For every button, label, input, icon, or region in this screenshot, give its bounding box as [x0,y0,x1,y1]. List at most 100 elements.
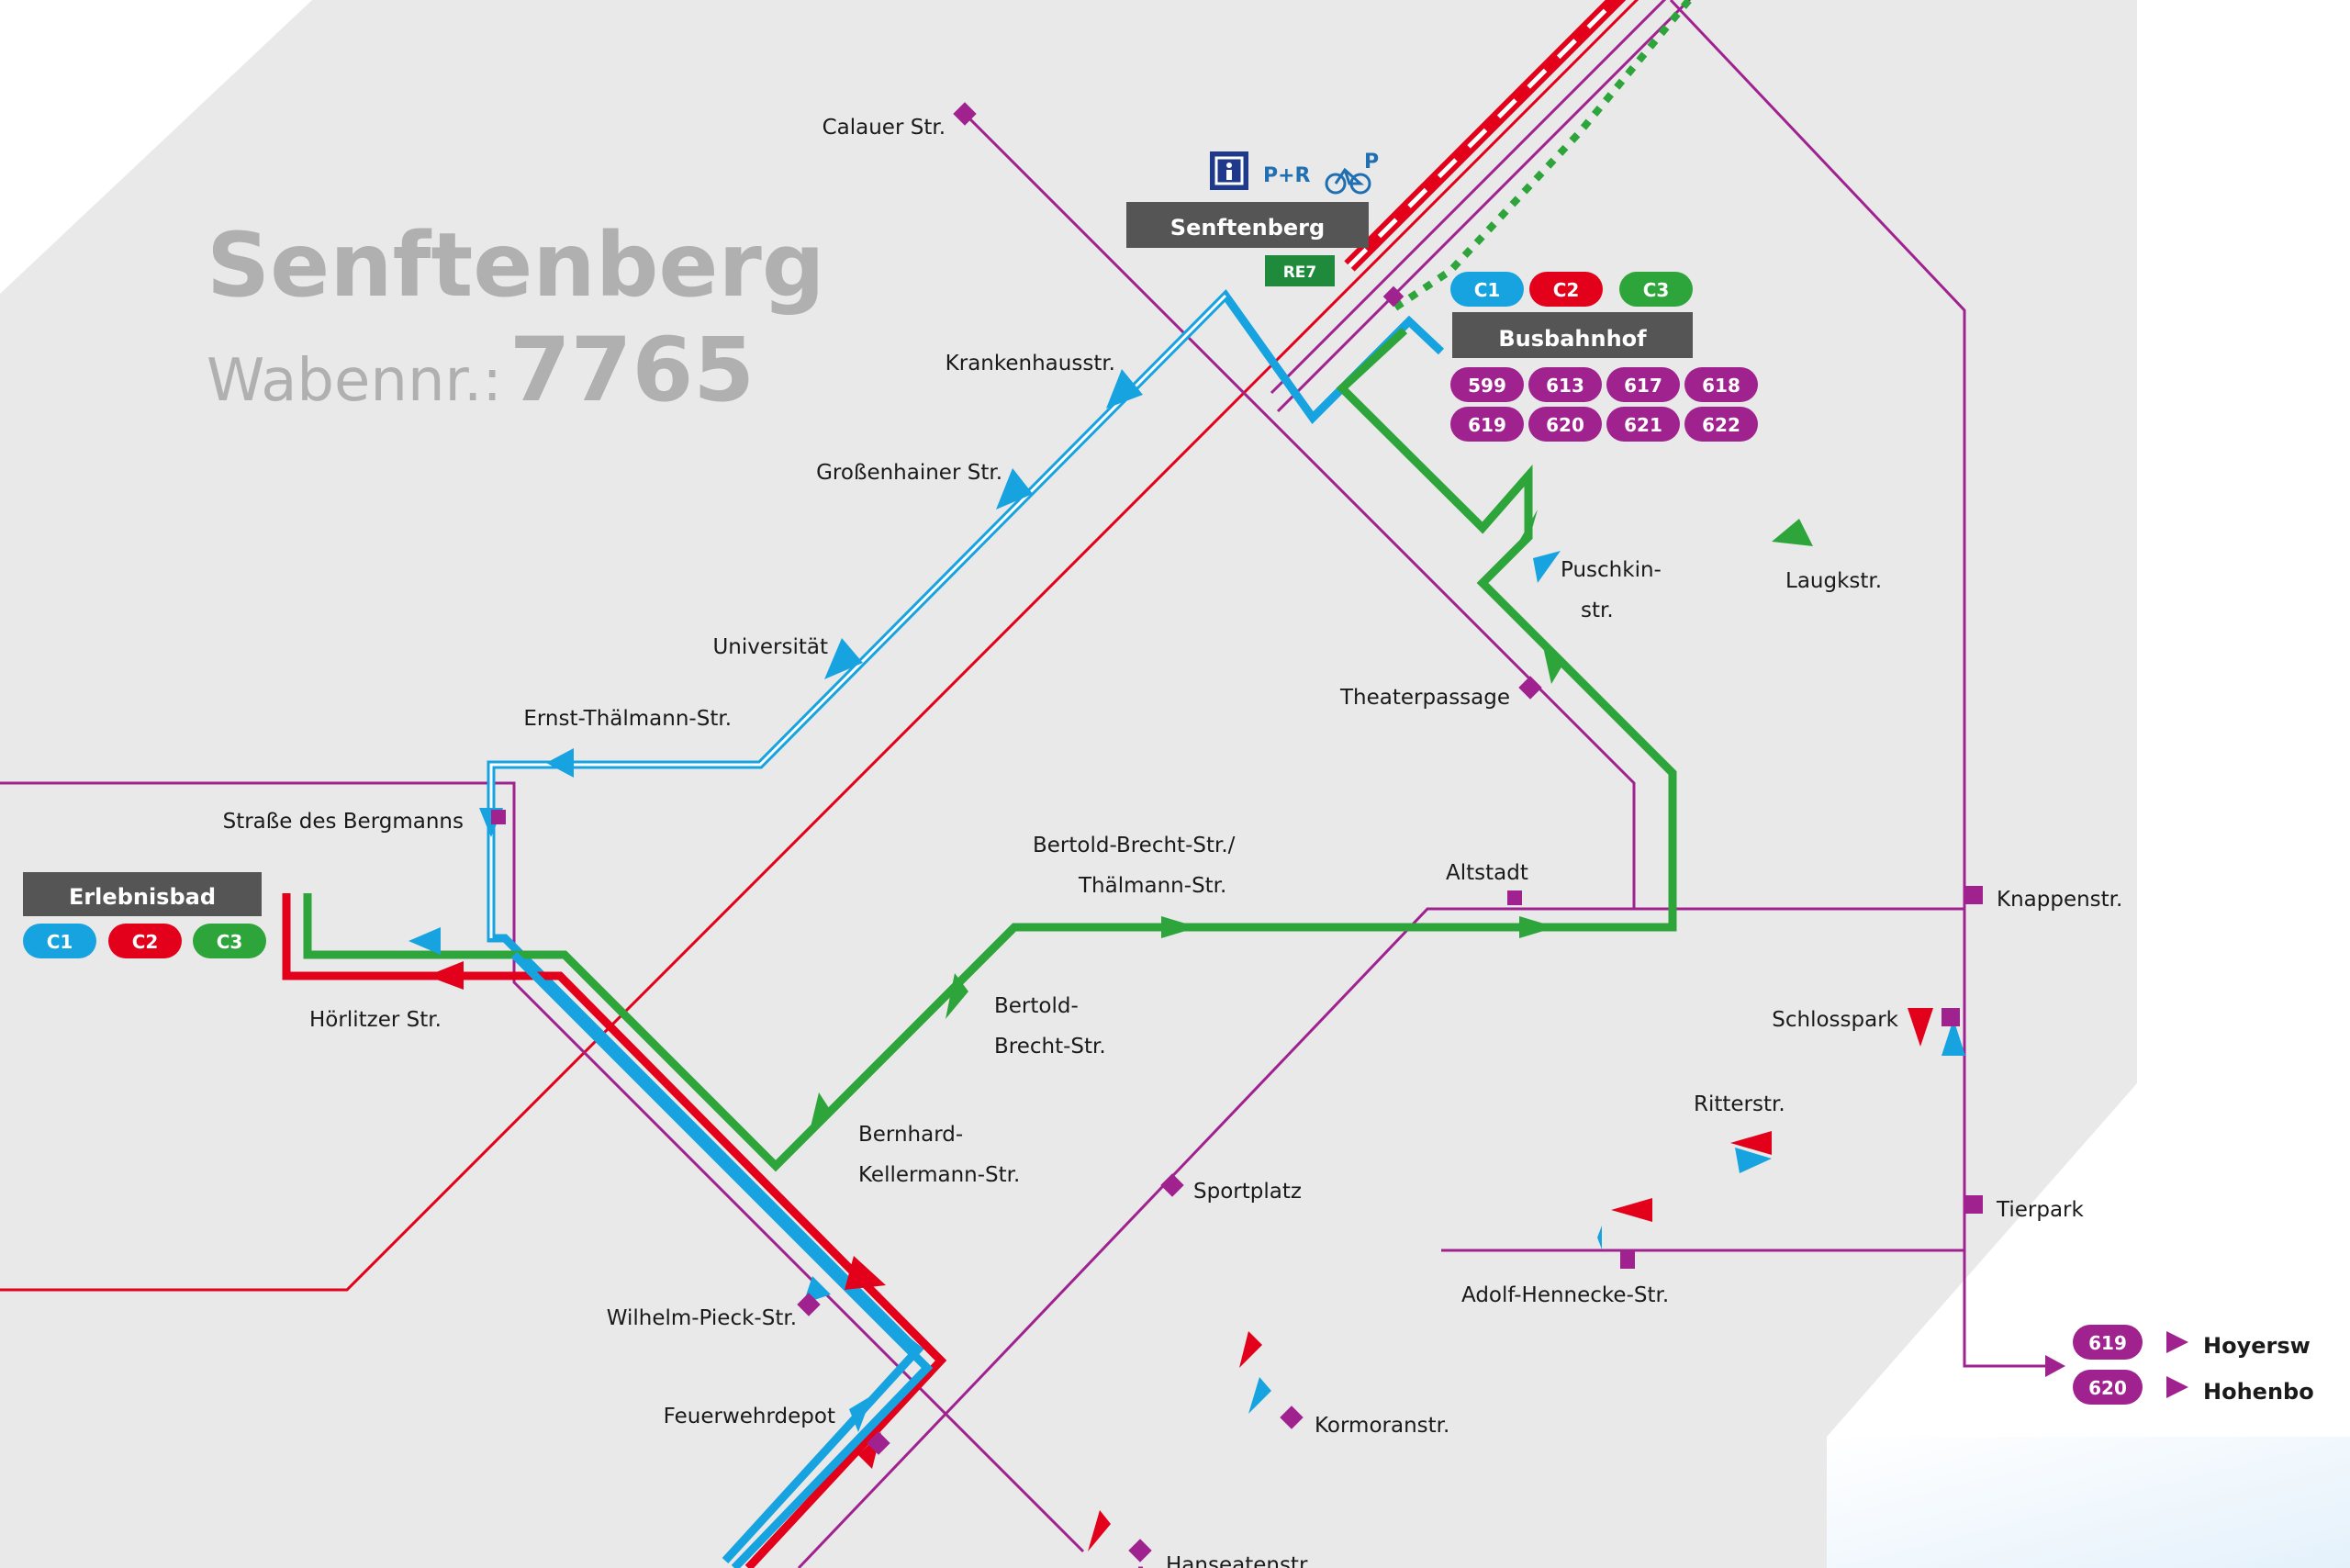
arrow-c1-grossenhainer [996,468,1033,510]
hub-label[interactable]: Busbahnhof [1452,312,1693,358]
svg-text:C1: C1 [47,931,73,953]
regional-pill-599[interactable]: 599 [1450,367,1524,402]
stop-label-calauer: Calauer Str. [822,116,946,140]
svg-text:599: 599 [1468,375,1506,397]
arrow-c1-adolf [1597,1226,1602,1249]
regional-line-sport [797,907,1964,1568]
hub-pill-c2-label: C2 [1553,279,1580,301]
regional-pill-617[interactable]: 617 [1606,367,1680,402]
destination-619[interactable]: 619 Hoyersw [2073,1325,2311,1360]
main-station-label[interactable]: Senftenberg [1126,202,1369,248]
destination-620-name: Hohenbo [2203,1379,2314,1405]
stop-label-feuerwehr: Feuerwehrdepot [664,1405,835,1428]
hub-pill-c2[interactable]: C2 [1529,272,1603,307]
arrow-c2-wilhelm [845,1256,886,1290]
stop-marker-schlosspark [1942,1008,1960,1026]
stop-label-bertold-1: Bertold- [994,994,1079,1018]
stop-label-laugk: Laugkstr. [1785,569,1882,593]
svg-text:622: 622 [1702,414,1740,436]
stop-marker-tierpark [1964,1195,1983,1214]
re7-badge[interactable]: RE7 [1265,255,1335,286]
terminus-label[interactable]: Erlebnisbad [23,872,262,916]
zone-number-line: Wabennr.:7765 [207,319,755,421]
stop-label-universitaet: Universität [712,635,828,659]
stop-marker-adolf [1620,1250,1635,1269]
c1-lower-band [510,951,934,1568]
zone-number: 7765 [509,319,755,421]
c1-route-core [489,294,1227,938]
regional-line-main-2 [1276,0,1692,413]
arrow-c1-krankenhaus [1106,369,1143,409]
stop-label-bb-thaelmann-2: Thälmann-Str. [1078,874,1226,898]
stop-label-kormoran: Kormoranstr. [1315,1414,1449,1438]
regional-pill-621[interactable]: 621 [1606,407,1680,442]
terminus-line-pills: C1 C2 C3 [23,924,266,958]
zone-city: Senftenberg [207,214,825,317]
regional-line-east [1669,0,2045,1368]
svg-text:C2: C2 [132,931,159,953]
bike-park-icon [1325,167,1371,195]
stop-labels: Calauer Str. Krankenhausstr. Großenhaine… [223,116,2123,1568]
stop-marker-knappen [1964,886,1983,904]
terminus-pill-c2[interactable]: C2 [108,924,182,958]
regional-pill-622[interactable]: 622 [1684,407,1758,442]
arrow-c2-schlosspark [1908,1008,1933,1047]
destination-list: 619 Hoyersw 620 Hohenbo [2073,1325,2314,1405]
arrow-c1-universitaet [824,638,863,679]
main-station-name: Senftenberg [1170,215,1325,241]
re7-badge-label: RE7 [1283,263,1317,282]
stop-label-puschkin-1: Puschkin- [1561,558,1662,582]
regional-pill-618[interactable]: 618 [1684,367,1758,402]
stop-marker-altstadt [1507,890,1522,905]
arrow-c1-puschkin [1533,551,1561,583]
arrow-c1-ritter [1735,1148,1772,1173]
regional-pill-620[interactable]: 620 [1528,407,1602,442]
arrow-c3-bernhard [808,1092,831,1138]
stop-marker-station [1382,286,1404,308]
c2-route [282,893,947,1568]
stop-label-adolf: Adolf-Hennecke-Str. [1461,1283,1669,1307]
park-ride-label: P+R [1263,164,1311,187]
destination-620-arrow-icon [2166,1376,2188,1398]
regional-pill-619[interactable]: 619 [1450,407,1524,442]
arrow-c3-bertold-1 [946,973,968,1019]
thin-red-line [0,0,1639,1292]
arrow-c3-bb [1161,916,1198,938]
regional-pill-613[interactable]: 613 [1528,367,1602,402]
hub-pill-c1-label: C1 [1474,279,1501,301]
arrow-c2-ritter [1730,1131,1772,1155]
arrow-c2-adolf [1611,1198,1652,1222]
svg-text:621: 621 [1624,414,1662,436]
destination-arrow [2045,1355,2065,1377]
stop-label-bernhard-2: Kellermann-Str. [858,1163,1020,1187]
stop-label-hoerlitzer: Hörlitzer Str. [309,1008,442,1032]
stop-label-ernst: Ernst-Thälmann-Str. [523,707,732,731]
terminus-pill-c1[interactable]: C1 [23,924,96,958]
hub-line-pills: C1 C2 C3 [1450,272,1693,307]
hub-regional-pills: 599 613 617 618 619 620 621 622 [1450,367,1758,442]
bike-park-p-label: P [1364,151,1379,174]
terminus-pill-c3[interactable]: C3 [193,924,266,958]
stop-label-bergmanns: Straße des Bergmanns [223,810,464,834]
svg-text:617: 617 [1624,375,1662,397]
adjacent-zone-area [1827,1437,2350,1568]
hub-pill-c3[interactable]: C3 [1619,272,1693,307]
svg-text:618: 618 [1702,375,1740,397]
hub-pill-c3-label: C3 [1643,279,1670,301]
regional-line-main [1270,0,1667,395]
hub-pill-c1[interactable]: C1 [1450,272,1524,307]
terminus-name: Erlebnisbad [69,884,216,910]
svg-text:619: 619 [2088,1332,2127,1354]
stop-label-puschkin-2: str. [1581,599,1614,622]
stop-label-bertold-2: Brecht-Str. [994,1035,1106,1058]
stop-label-theater: Theaterpassage [1339,686,1510,710]
destination-620[interactable]: 620 Hohenbo [2073,1370,2314,1405]
stop-label-wilhelm: Wilhelm-Pieck-Str. [607,1306,797,1330]
arrow-c2-kormoran [1239,1331,1262,1368]
arrow-c2-hoerlitzer [427,961,464,990]
station-services: P+R P [1210,151,1379,195]
svg-text:C3: C3 [217,931,243,953]
arrow-c3-laugk [1772,519,1813,546]
